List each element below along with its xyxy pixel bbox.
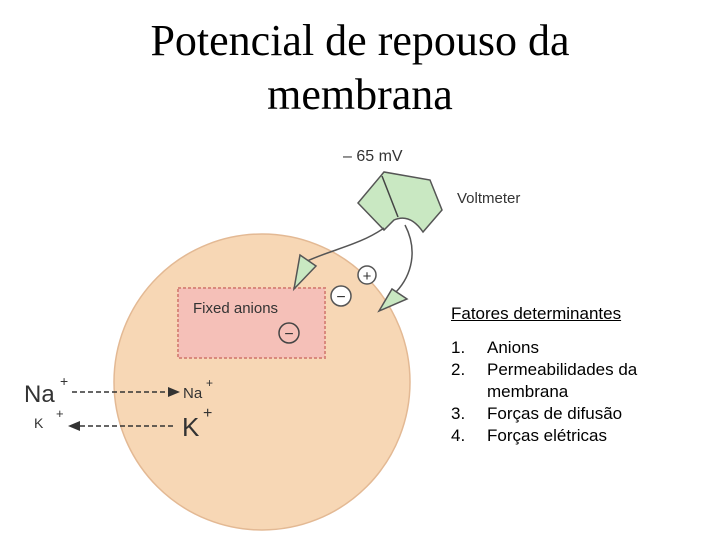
na-inside-charge: + bbox=[206, 376, 213, 390]
fixed-anions-label: Fixed anions bbox=[193, 300, 278, 317]
k-outside-label: K bbox=[34, 415, 44, 431]
item-number: 1. bbox=[451, 338, 466, 357]
item-number: 4. bbox=[451, 426, 466, 445]
item-text: Anions bbox=[487, 338, 539, 357]
voltmeter-needle bbox=[381, 175, 399, 218]
determinant-item: 4. Forças elétricas bbox=[451, 425, 691, 447]
na-arrowhead bbox=[168, 387, 180, 397]
voltage-readout: – 65 mV bbox=[343, 148, 403, 165]
determinant-item: 1. Anions bbox=[451, 337, 691, 359]
determinants-list: 1. Anions 2. Permeabilidades da membrana… bbox=[451, 337, 691, 447]
determinants-panel: Fatores determinantes 1. Anions 2. Perme… bbox=[451, 303, 691, 447]
plus-sign: + bbox=[363, 268, 372, 285]
electrode-intracellular bbox=[292, 253, 318, 292]
plus-circle bbox=[357, 265, 377, 285]
k-arrowhead bbox=[68, 421, 80, 431]
slide-title: Potencial de repouso da membrana bbox=[60, 14, 660, 122]
electrode-extracellular bbox=[377, 287, 409, 313]
minus-circle bbox=[330, 285, 352, 307]
title-line-2: membrana bbox=[267, 70, 453, 119]
voltmeter-lead-right bbox=[395, 224, 413, 293]
determinant-item: 3. Forças de difusão bbox=[451, 403, 691, 425]
voltmeter-lead-left bbox=[304, 227, 385, 263]
voltmeter-dial bbox=[356, 171, 443, 234]
fixed-anions-box bbox=[177, 287, 326, 359]
minus-sign: − bbox=[336, 289, 345, 306]
k-inside-label: K bbox=[182, 412, 200, 442]
item-text: Forças de difusão bbox=[487, 404, 623, 423]
k-outside-charge: + bbox=[56, 406, 64, 421]
title-line-1: Potencial de repouso da bbox=[150, 16, 570, 65]
item-number: 3. bbox=[451, 404, 466, 423]
na-inside-label: Na bbox=[183, 385, 203, 402]
k-inside-charge: + bbox=[203, 405, 212, 422]
determinants-heading: Fatores determinantes bbox=[451, 304, 622, 323]
voltmeter-label: Voltmeter bbox=[457, 190, 520, 207]
item-number: 2. bbox=[451, 360, 466, 379]
item-text: Forças elétricas bbox=[487, 426, 607, 445]
inner-minus-sign: − bbox=[284, 326, 293, 343]
na-outside-charge: + bbox=[60, 373, 68, 389]
inner-minus-circle bbox=[278, 322, 300, 344]
item-text: Permeabilidades da membrana bbox=[487, 360, 638, 401]
determinant-item: 2. Permeabilidades da membrana bbox=[451, 359, 691, 403]
na-outside-label: Na bbox=[24, 381, 55, 408]
